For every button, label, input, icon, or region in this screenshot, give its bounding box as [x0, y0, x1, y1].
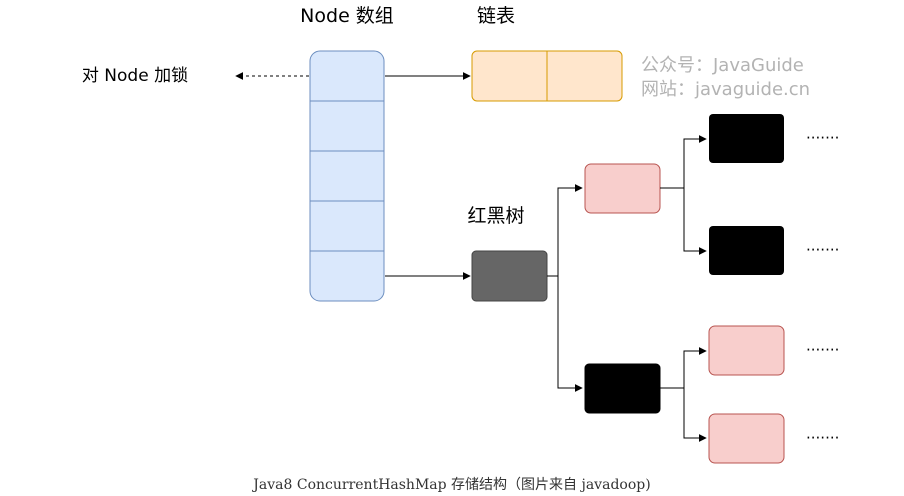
tree-black-node	[709, 114, 784, 163]
ellipsis: ·······	[806, 429, 839, 447]
upper-branch-bottom	[683, 188, 707, 255]
root-branch-upper	[547, 184, 583, 277]
upper-branch-top	[660, 135, 707, 189]
tree-root-node	[471, 250, 548, 302]
linked-list-title: 链表	[477, 5, 515, 27]
lock-node-label: 对 Node 加锁	[82, 66, 188, 86]
node-array	[309, 50, 385, 302]
lower-branch-top	[660, 347, 707, 389]
watermark-account: 公众号：JavaGuide	[641, 55, 804, 76]
ellipsis: ·······	[806, 341, 839, 359]
linked-list-node	[471, 50, 623, 102]
tree-red-node	[708, 325, 785, 376]
tree-black-node	[584, 363, 661, 414]
root-branch-lower	[557, 276, 583, 392]
tree-red-node	[584, 163, 661, 214]
tree-red-node	[708, 413, 785, 464]
ellipsis: ·······	[806, 241, 839, 259]
figure-caption: Java8 ConcurrentHashMap 存储结构（图片来自 javado…	[253, 477, 651, 493]
ellipsis: ·······	[806, 129, 839, 147]
watermark-website: 网站：javaguide.cn	[641, 79, 810, 100]
node-array-title: Node 数组	[300, 5, 394, 27]
red-black-tree-title: 红黑树	[467, 205, 524, 227]
tree-black-node	[709, 226, 784, 275]
lower-branch-bottom	[683, 388, 707, 442]
